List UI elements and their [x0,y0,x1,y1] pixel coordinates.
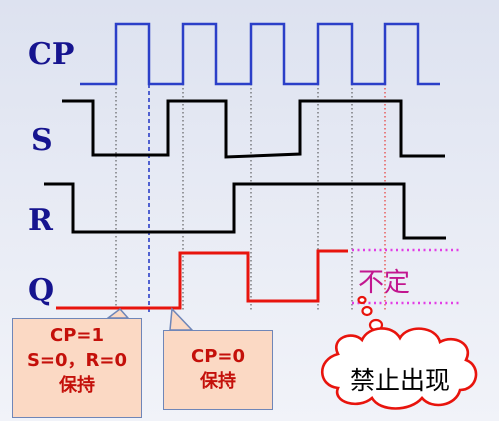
note-hold-cp1-line1: CP=1 [49,325,104,346]
note-hold-cp1-line2: S=0，R=0 [26,350,128,371]
q-waveform [56,249,348,310]
cloud-bubble [357,295,367,305]
note-hold-cp0-line2: 保持 [200,371,236,392]
s-waveform [62,99,445,159]
s-label: S [31,123,53,158]
callout-pointer-hold-1 [105,307,130,319]
forbidden-cloud [321,327,478,410]
note-hold-cp0: CP=0 保持 [163,330,273,410]
note-hold-cp1-line3: 保持 [59,375,95,396]
r-label: R [28,203,53,238]
q-label: Q [28,273,55,308]
cp-waveform [80,22,440,86]
cloud-bubble [361,305,373,317]
callout-pointer-hold-0 [169,307,194,331]
note-hold-cp0-line1: CP=0 [190,346,245,367]
note-hold-cp1: CP=1 S=0，R=0 保持 [12,318,142,418]
cp-label: CP [28,37,75,72]
r-waveform [44,182,446,240]
forbidden-label: 禁止出现 [349,366,450,395]
undefined-label: 不定 [358,268,411,298]
